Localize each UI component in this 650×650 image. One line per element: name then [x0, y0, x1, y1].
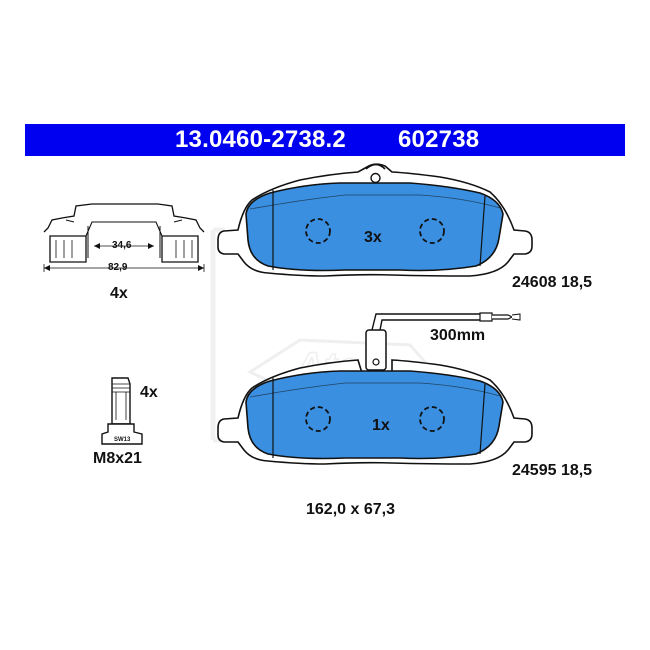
- pad-top-friction-lining: [245, 182, 504, 272]
- pad-bottom-pin-left: [305, 406, 331, 432]
- brake-pad-bottom: [217, 359, 533, 465]
- pad-top-ref-thickness: 24608 18,5: [512, 274, 593, 291]
- bolt-wrench-size: SW13: [114, 437, 131, 443]
- pad-bottom-notch-right: [479, 383, 486, 455]
- pad-top-notch-right: [479, 195, 486, 267]
- header-banner: [25, 124, 625, 156]
- pad-top-lug: [365, 163, 386, 170]
- wear-sensor: [365, 312, 521, 371]
- clip-inner-width: 34,6: [112, 240, 132, 251]
- overall-dimensions: 162,0 x 67,3: [306, 501, 395, 518]
- clip-quantity: 4x: [110, 285, 128, 302]
- part-number: 13.0460-2738.2: [175, 126, 346, 153]
- pad-bottom-chamfer-line: [249, 382, 501, 398]
- pad-bottom-ref-thickness: 24595 18,5: [512, 462, 593, 479]
- bolt-thread: M8x21: [93, 450, 142, 467]
- pad-top-pin-left: [305, 218, 331, 244]
- reference-number: 602738: [398, 126, 480, 153]
- pad-top-chamfer-line: [249, 194, 501, 210]
- pad-bottom-friction-lining: [245, 370, 504, 460]
- bolt-quantity: 4x: [140, 384, 158, 401]
- wear-sensor-length: 300mm: [430, 327, 486, 344]
- pad-top-lug-hole: [370, 172, 381, 184]
- pad-bottom-quantity: 1x: [372, 417, 390, 434]
- guide-bolt: [101, 377, 143, 445]
- spring-clip: [43, 203, 205, 272]
- pad-top-pin-right: [419, 218, 445, 244]
- clip-outer-width: 82,9: [108, 262, 128, 273]
- pad-bottom-pin-right: [419, 406, 445, 432]
- brake-pad-top: [217, 163, 533, 277]
- pad-top-quantity: 3x: [364, 229, 382, 246]
